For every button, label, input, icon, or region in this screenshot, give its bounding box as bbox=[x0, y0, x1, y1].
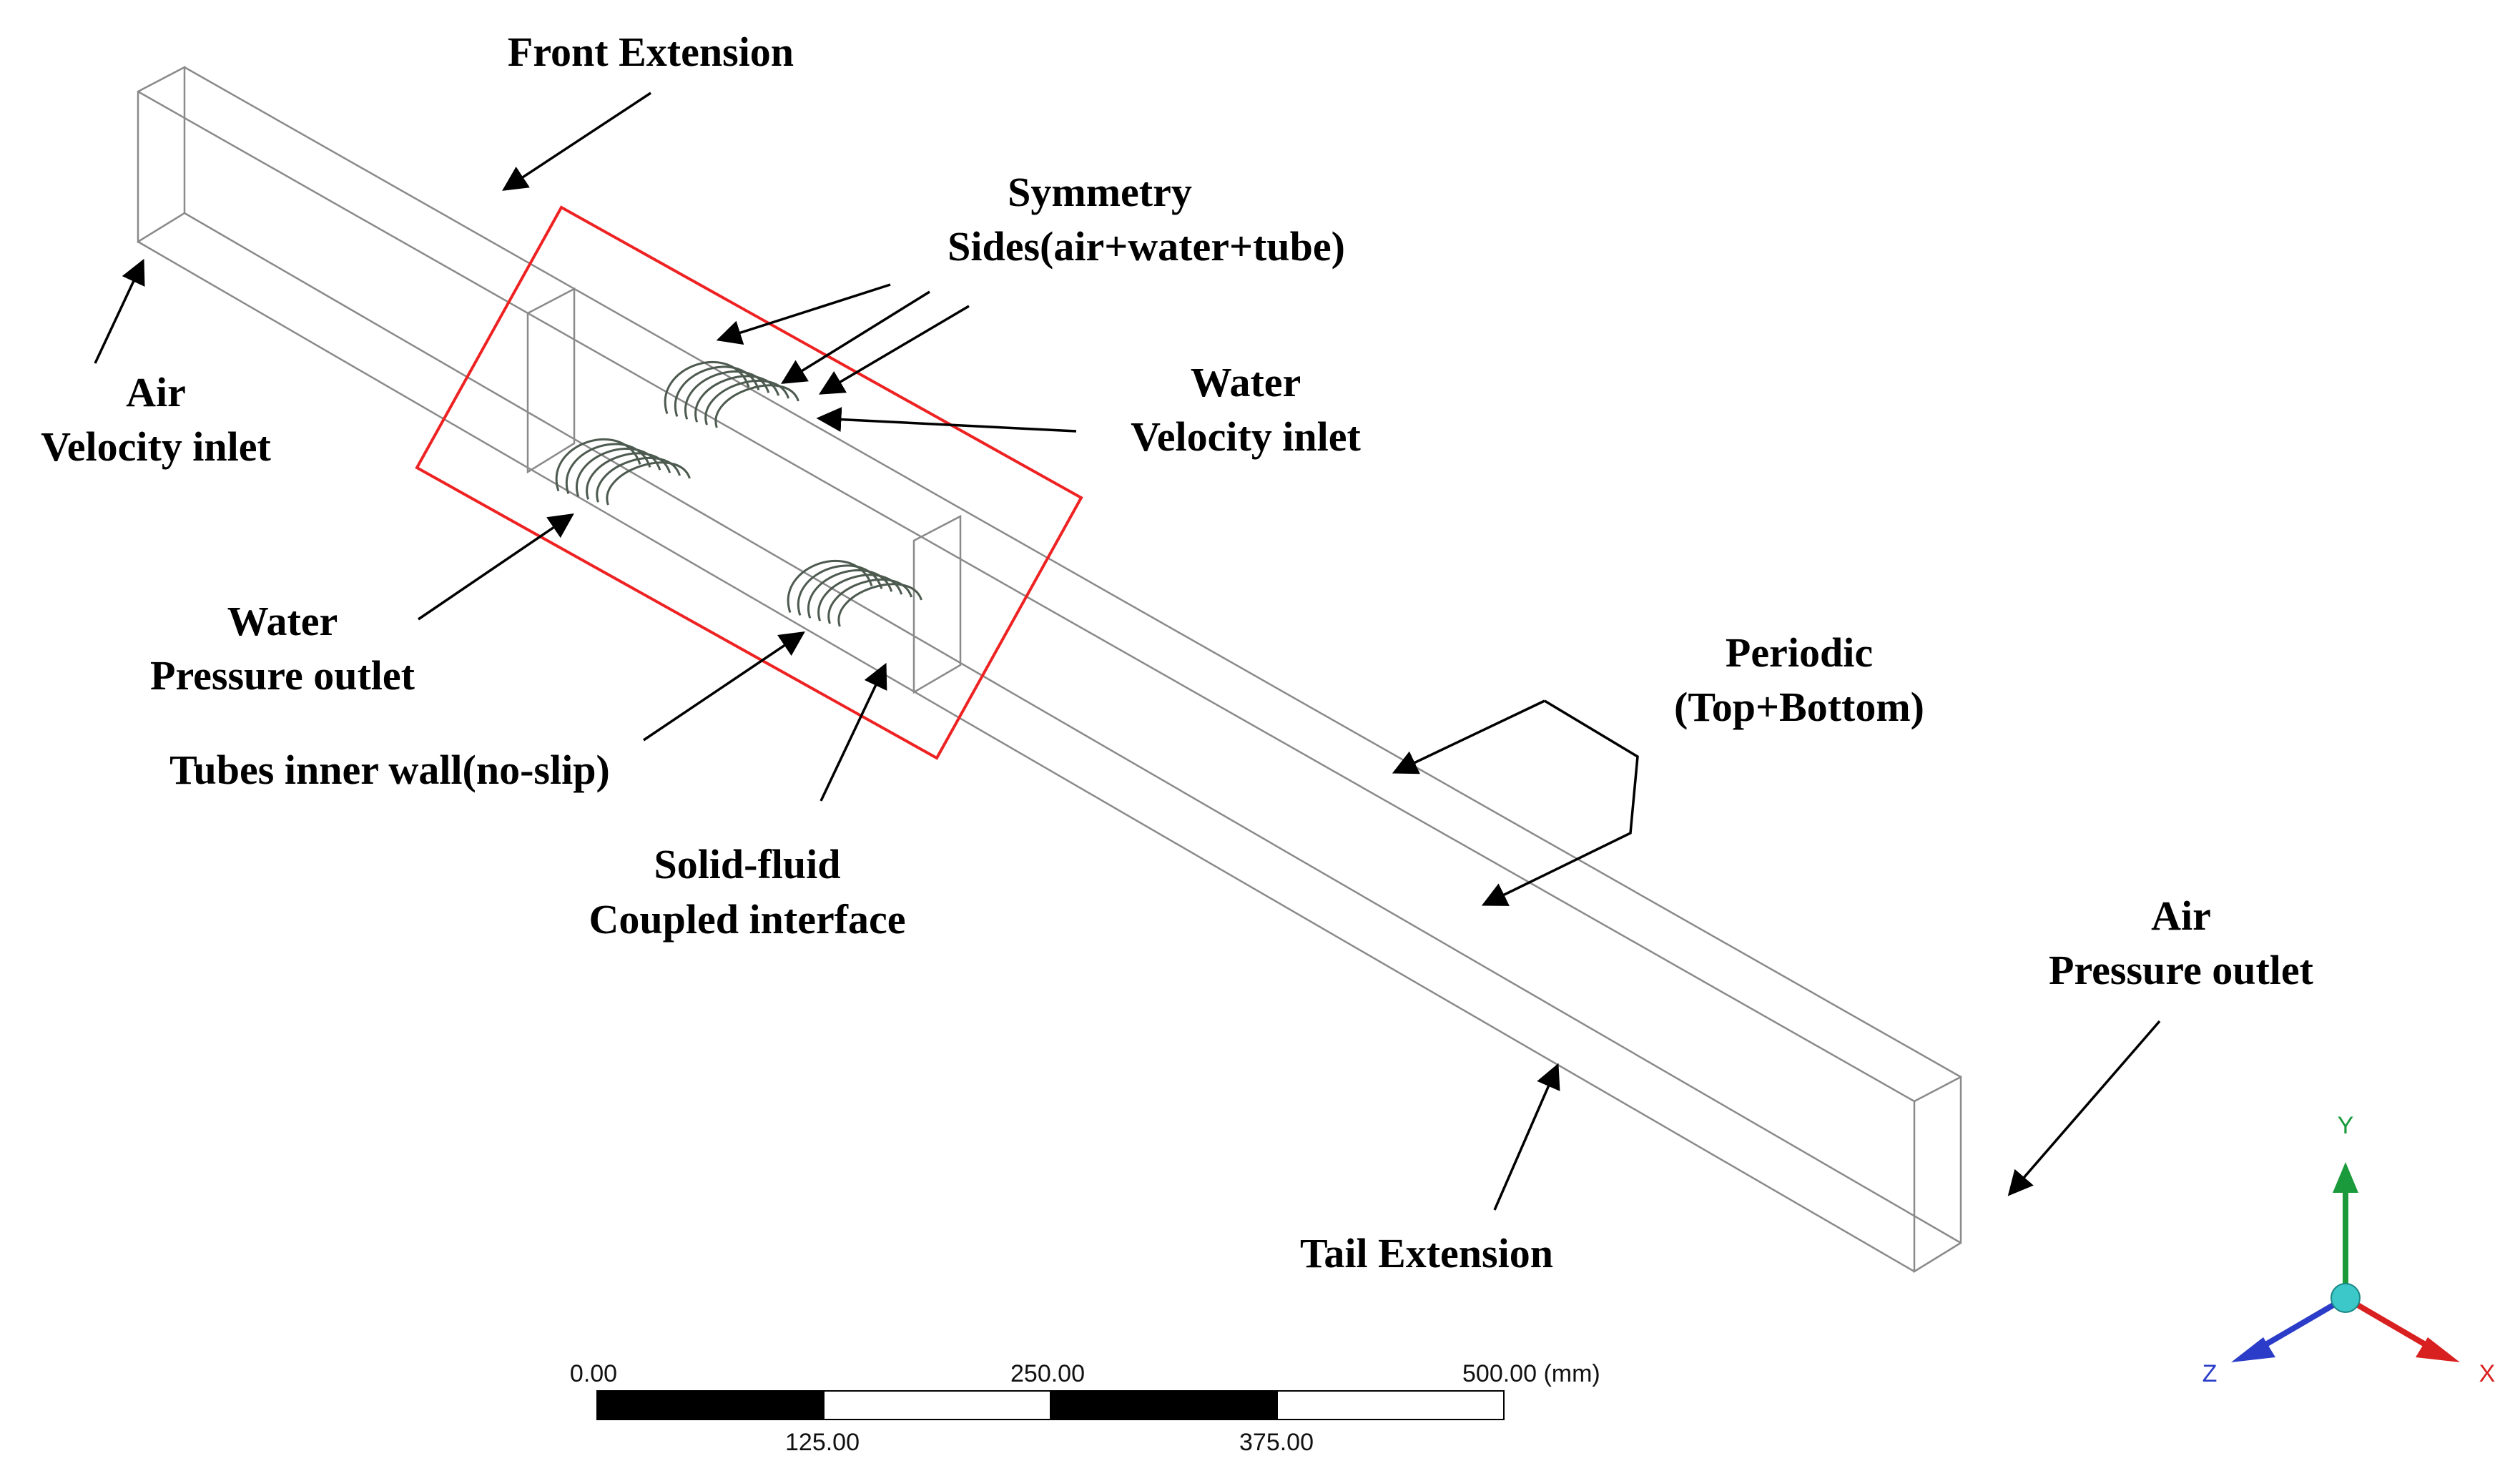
test-section-start bbox=[526, 287, 576, 474]
y-axis-label: Y bbox=[2338, 1112, 2354, 1139]
scale-segment-3 bbox=[1050, 1390, 1278, 1420]
x-axis-arrow-icon bbox=[2416, 1337, 2460, 1362]
z-axis-arrow-icon bbox=[2231, 1337, 2275, 1362]
label-tail-extension: Tail Extension bbox=[1300, 1230, 1553, 1276]
scale-tick-0: 0.00 bbox=[570, 1360, 617, 1387]
test-section-highlight bbox=[415, 205, 1083, 760]
arrow-periodic-top bbox=[1392, 699, 1545, 774]
test-section-end bbox=[912, 514, 962, 694]
arrow-air-pressure-outlet bbox=[2007, 1020, 2161, 1196]
scale-tick-125: 125.00 bbox=[785, 1429, 860, 1456]
outlet-face bbox=[1913, 1075, 1962, 1274]
origin-sphere-icon bbox=[2330, 1283, 2361, 1313]
label-symmetry: Symmetry bbox=[1008, 169, 1192, 215]
arrow-water-pressure-outlet bbox=[418, 513, 574, 621]
label-water-outlet-title: Water bbox=[227, 598, 338, 644]
duct-geometry bbox=[137, 65, 1962, 1274]
x-axis-line bbox=[2343, 1295, 2433, 1351]
label-water-inlet-title: Water bbox=[1191, 359, 1301, 405]
arrow-water-velocity-inlet bbox=[816, 407, 1077, 433]
tube-bundle-bottom bbox=[787, 559, 922, 627]
label-periodic-sides: (Top+Bottom) bbox=[1674, 684, 1924, 730]
y-axis-arrow-icon bbox=[2333, 1162, 2358, 1193]
label-front-extension: Front Extension bbox=[508, 29, 794, 75]
label-water-inlet-type: Velocity inlet bbox=[1131, 413, 1361, 460]
arrow-symmetry-2 bbox=[781, 290, 930, 384]
label-air-inlet-type: Velocity inlet bbox=[41, 423, 271, 470]
label-periodic: Periodic bbox=[1726, 629, 1873, 676]
label-air-outlet-title: Air bbox=[2151, 892, 2211, 939]
arrow-tubes-inner-wall bbox=[643, 631, 805, 742]
label-coupled-interface: Coupled interface bbox=[589, 896, 906, 943]
arrow-symmetry-3 bbox=[818, 305, 970, 395]
axis-triad[interactable]: Y X Z bbox=[2202, 1112, 2496, 1387]
z-axis-label: Z bbox=[2202, 1360, 2218, 1387]
label-water-outlet-type: Pressure outlet bbox=[150, 652, 415, 699]
label-air-inlet-title: Air bbox=[126, 369, 186, 415]
scale-tick-250: 250.00 bbox=[1010, 1360, 1085, 1387]
scale-segment-4 bbox=[1276, 1390, 1505, 1420]
arrow-periodic-bottom bbox=[1481, 699, 1639, 906]
duct-bottom-edge-back bbox=[184, 212, 1962, 1244]
inlet-face bbox=[137, 65, 186, 244]
scale-bar: 0.00 250.00 500.00 (mm) 125.00 375.00 bbox=[570, 1360, 1600, 1456]
scale-segment-2 bbox=[823, 1390, 1051, 1420]
tube-bundle-left bbox=[555, 438, 691, 506]
arrow-tail-extension bbox=[1493, 1063, 1560, 1211]
label-solid-fluid: Solid-fluid bbox=[654, 841, 840, 887]
annotation-arrows bbox=[94, 92, 2161, 1211]
duct-bottom-edge-front bbox=[137, 240, 1915, 1273]
annotation-labels: Front Extension Symmetry Sides(air+water… bbox=[41, 29, 2313, 1276]
arrow-air-velocity-inlet bbox=[94, 258, 145, 364]
z-axis-line bbox=[2258, 1295, 2348, 1351]
scale-segment-1 bbox=[596, 1390, 825, 1420]
x-axis-label: X bbox=[2479, 1360, 2496, 1387]
scale-tick-375: 375.00 bbox=[1239, 1429, 1314, 1456]
label-air-outlet-type: Pressure outlet bbox=[2049, 947, 2314, 993]
label-tubes-inner-wall: Tubes inner wall(no-slip) bbox=[169, 747, 610, 793]
arrow-symmetry-1 bbox=[716, 283, 891, 345]
arrow-solid-fluid bbox=[820, 662, 887, 802]
scale-tick-500: 500.00 (mm) bbox=[1462, 1360, 1600, 1387]
label-symmetry-sides: Sides(air+water+tube) bbox=[948, 223, 1345, 270]
duct-top-edge-back bbox=[184, 66, 1962, 1078]
arrow-front-extension bbox=[502, 92, 651, 191]
tube-bundle-top bbox=[664, 360, 799, 428]
